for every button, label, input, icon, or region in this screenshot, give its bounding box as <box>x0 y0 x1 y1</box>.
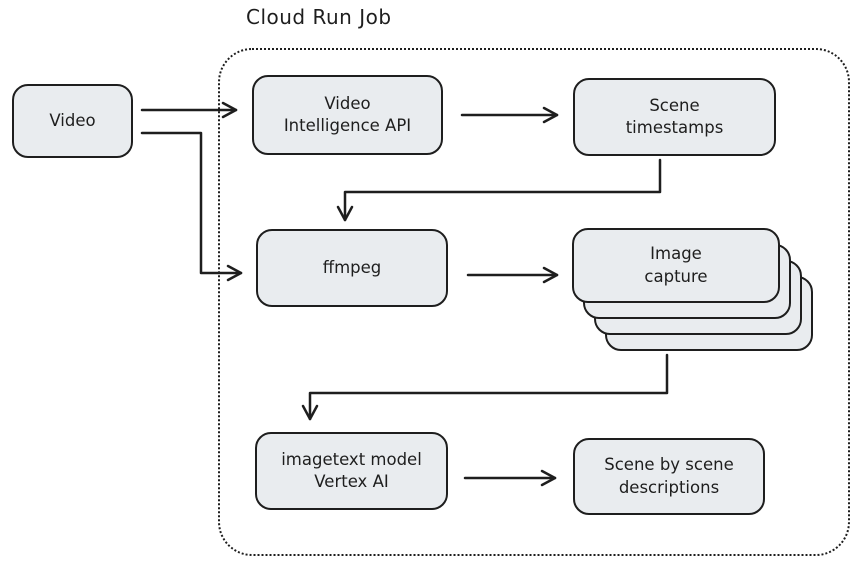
node-image-capture: Image capture <box>572 228 780 303</box>
node-ffmpeg-label: ffmpeg <box>322 257 382 277</box>
node-video-intelligence-api-label: Video Intelligence API <box>283 93 412 135</box>
node-video-intelligence-api: Video Intelligence API <box>252 75 443 155</box>
cloud-run-job-boundary <box>218 48 850 556</box>
node-image-capture-label: Image capture <box>644 244 708 286</box>
node-scene-descriptions: Scene by scene descriptions <box>573 438 765 515</box>
node-imagetext-vertex-ai-label: imagetext model Vertex AI <box>281 449 422 491</box>
node-imagetext-vertex-ai: imagetext model Vertex AI <box>255 432 448 510</box>
group-title: Cloud Run Job <box>246 5 392 29</box>
node-video-label: Video <box>49 110 96 130</box>
node-video: Video <box>12 84 133 158</box>
node-ffmpeg: ffmpeg <box>256 229 448 307</box>
node-scene-timestamps: Scene timestamps <box>573 78 776 156</box>
node-scene-timestamps-label: Scene timestamps <box>625 95 724 137</box>
node-scene-descriptions-label: Scene by scene descriptions <box>604 455 734 497</box>
